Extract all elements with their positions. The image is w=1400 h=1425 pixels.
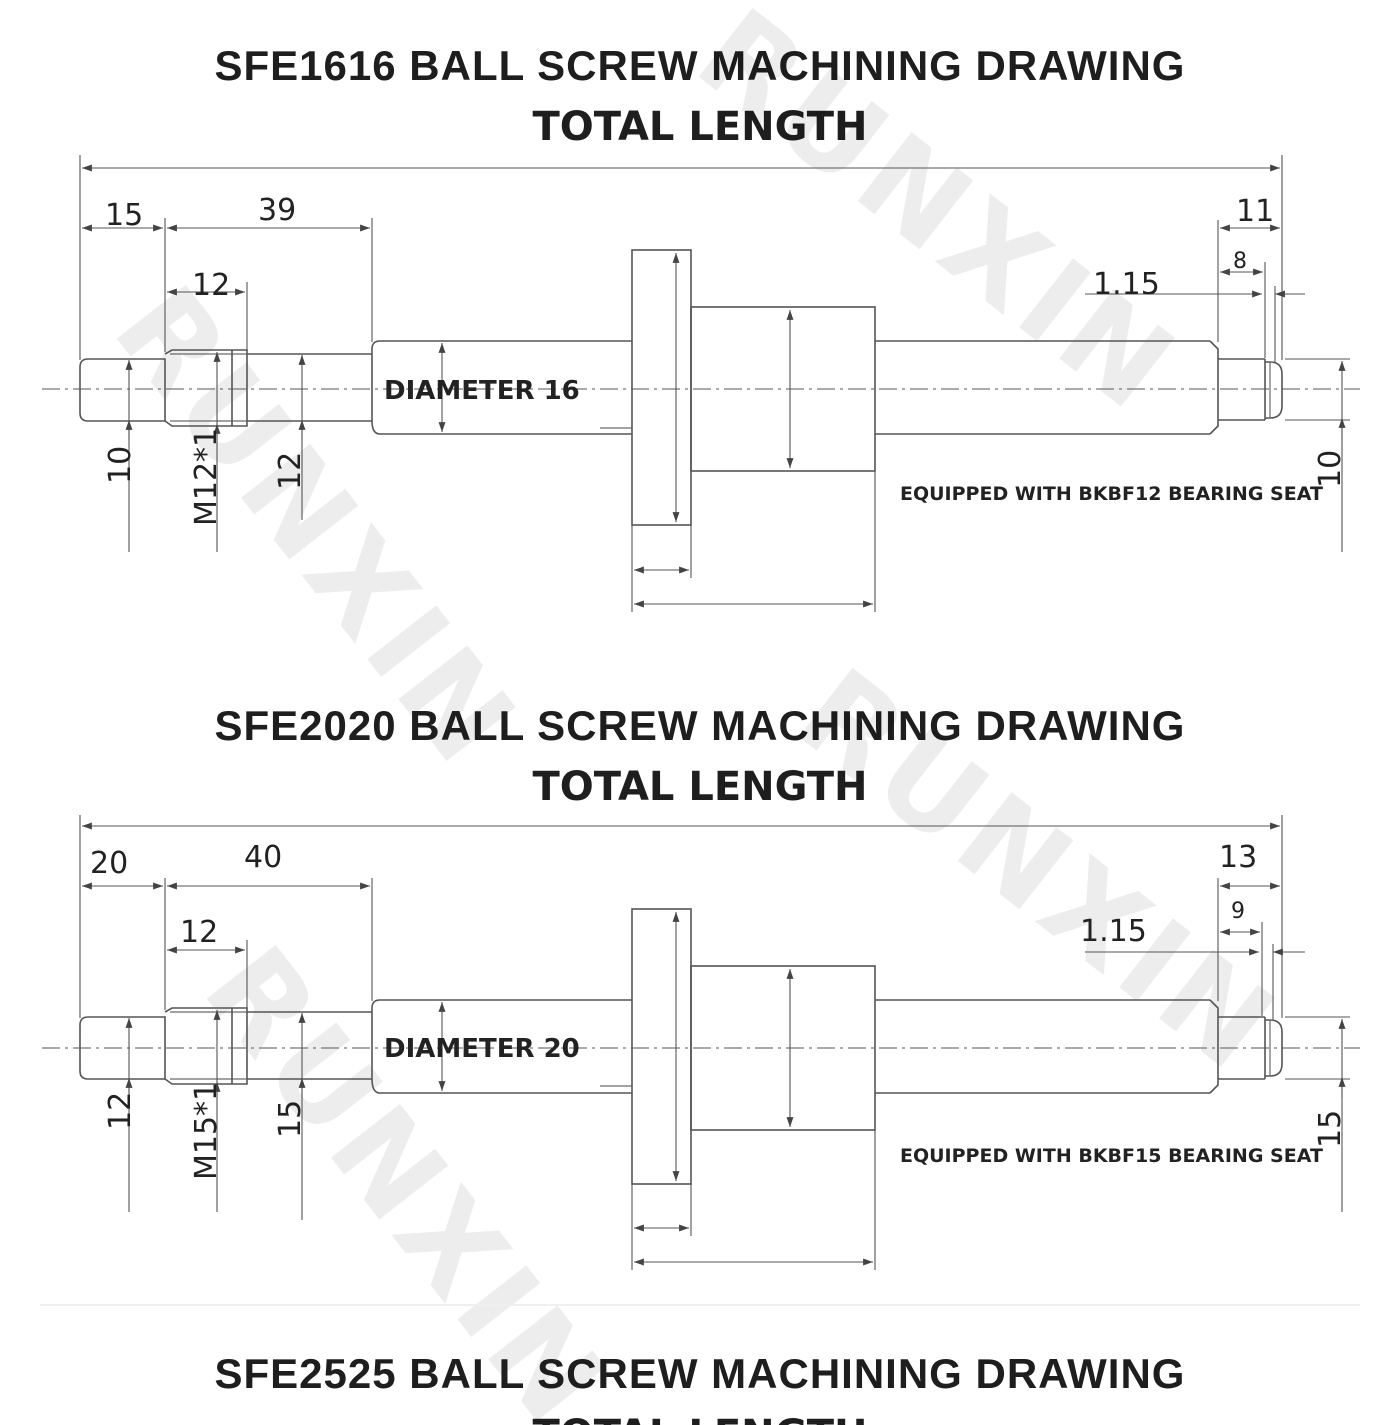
nut-body xyxy=(690,306,876,472)
dim-label: M12*1 xyxy=(189,428,224,526)
drawing-title: SFE2020 BALL SCREW MACHINING DRAWING xyxy=(214,702,1186,749)
bearing-seat-note: EQUIPPED WITH BKBF12 BEARING SEAT xyxy=(900,483,1323,505)
dim-label: 15 xyxy=(105,198,143,233)
drawing-title: SFE1616 BALL SCREW MACHINING DRAWING xyxy=(214,42,1186,89)
drawing-subtitle: TOTAL LENGTH xyxy=(0,1412,1400,1425)
dim-label: 15 xyxy=(1313,1110,1348,1148)
screw-shaft xyxy=(79,249,1283,526)
dim-label: 10 xyxy=(1313,450,1348,488)
dim-label: 8 xyxy=(1233,249,1247,274)
dim-label: 40 xyxy=(244,840,282,875)
dim-label: 20 xyxy=(90,846,128,881)
dim-label: 1.15 xyxy=(1093,267,1160,302)
vertical-dimensions xyxy=(125,912,1350,1220)
dim-label: 11 xyxy=(1236,194,1274,229)
diameter-label: DIAMETER 16 xyxy=(384,376,580,406)
dim-label: 10 xyxy=(103,446,138,484)
watermark: RUNXIN xyxy=(672,0,1202,440)
dim-label: 12 xyxy=(103,1092,138,1130)
drawing-subtitle: TOTAL LENGTH xyxy=(532,764,868,810)
vertical-dimensions xyxy=(125,252,1350,552)
drawing-sfe1616: SFE1616 BALL SCREW MACHINING DRAWING TOT… xyxy=(0,0,1400,792)
dim-label: 12 xyxy=(273,452,308,490)
drawing-title: SFE2525 BALL SCREW MACHINING DRAWING xyxy=(214,1350,1186,1397)
dim-label: 39 xyxy=(258,193,296,228)
screw-shaft xyxy=(79,908,1283,1185)
section-divider xyxy=(40,1304,1360,1306)
horizontal-dimensions xyxy=(79,815,1305,1270)
dim-label: 12 xyxy=(192,268,230,303)
dim-label: 12 xyxy=(180,915,218,950)
nut-body xyxy=(690,965,876,1131)
screw-diagram: RUNXIN RUNXIN xyxy=(42,0,1360,792)
diameter-label: DIAMETER 20 xyxy=(384,1034,580,1064)
nut-flange xyxy=(631,908,692,1185)
drawing-sfe2020: SFE2020 BALL SCREW MACHINING DRAWING TOT… xyxy=(0,643,1400,1425)
screw-diagram: RUNXIN RUNXIN xyxy=(42,643,1360,1425)
nut-flange xyxy=(631,249,692,526)
dim-label: M15*1 xyxy=(189,1082,224,1180)
horizontal-dimensions xyxy=(79,155,1305,612)
dim-label: 9 xyxy=(1231,899,1245,924)
bearing-seat-note: EQUIPPED WITH BKBF15 BEARING SEAT xyxy=(900,1145,1323,1167)
dim-label: 15 xyxy=(273,1100,308,1138)
drawing-subtitle: TOTAL LENGTH xyxy=(532,104,868,150)
drawing-sfe2525: SFE2525 BALL SCREW MACHINING DRAWING TOT… xyxy=(0,1320,1400,1425)
dim-label: 13 xyxy=(1219,840,1257,875)
dim-label: 1.15 xyxy=(1080,914,1147,949)
